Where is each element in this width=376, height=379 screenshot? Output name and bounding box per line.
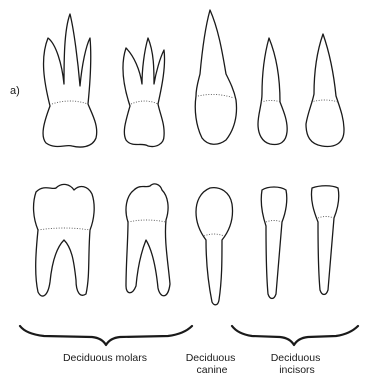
molars-label: Deciduous molars <box>63 352 147 364</box>
canine-label-line-1: Deciduous <box>186 352 236 364</box>
incisors-brace <box>232 326 358 345</box>
upper-canine <box>195 10 236 144</box>
lower-incisor-lateral <box>261 187 287 299</box>
incisors-label-line-2: incisors <box>279 364 315 376</box>
lower-molar-2 <box>126 184 170 296</box>
lower-canine <box>196 188 233 305</box>
incisors-label: Deciduous incisors <box>271 352 324 376</box>
canine-label: Deciduous canine <box>186 352 239 376</box>
molars-label-line-1: Deciduous molars <box>63 352 147 364</box>
upper-incisor-lateral <box>258 38 287 145</box>
molars-brace <box>20 326 192 345</box>
lower-incisor-central <box>311 186 338 295</box>
upper-molar-1 <box>43 14 97 147</box>
upper-incisor-central <box>306 34 344 146</box>
panel-label: a) <box>10 85 20 97</box>
incisors-label-line-1: Deciduous <box>271 352 321 364</box>
canine-label-line-2: canine <box>197 364 228 376</box>
lower-molar-1 <box>34 184 95 296</box>
upper-molar-2 <box>123 38 165 147</box>
